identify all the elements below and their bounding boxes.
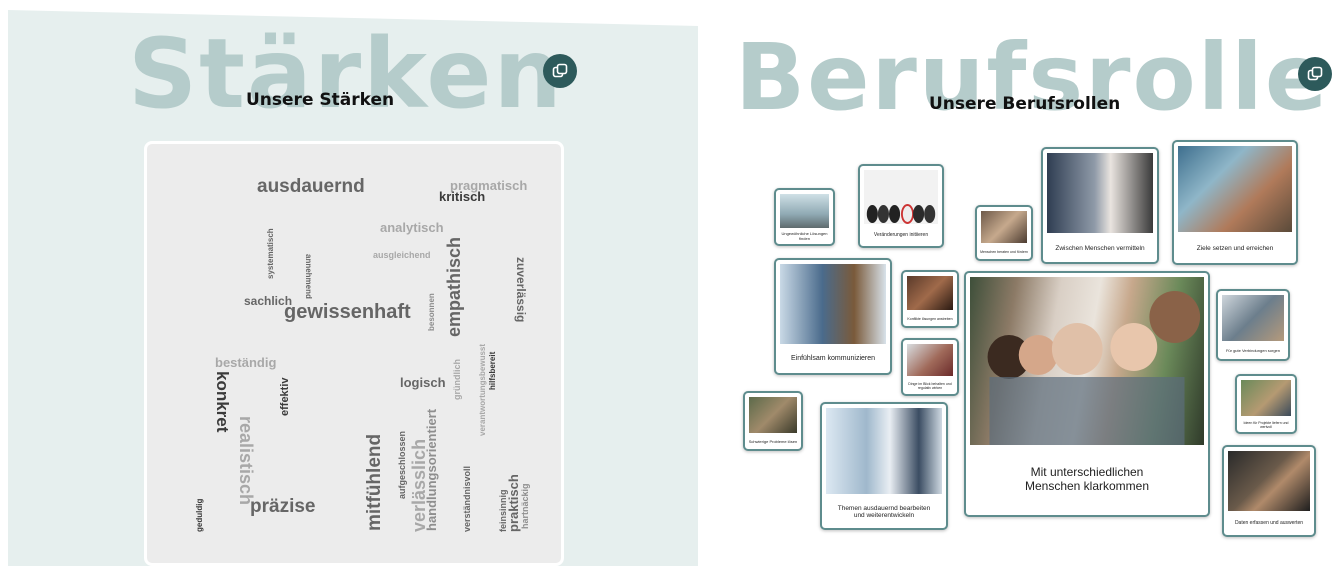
role-caption: Daten erfassen und auswerten (1234, 520, 1304, 527)
role-card-veraenderungen[interactable]: Veränderungen initiieren (858, 164, 944, 248)
role-caption: Menschen beraten und fördern (980, 249, 1028, 254)
word-gewissenhaft: gewissenhaft (284, 301, 411, 323)
word-analytisch: analytisch (380, 220, 444, 235)
role-card-ideen-projekte[interactable]: Ideen für Projekte liefern und wertvoll (1235, 374, 1297, 434)
role-card-themen[interactable]: Themen ausdauernd bearbeiten und weitere… (820, 402, 948, 530)
role-caption: Konflikte lösungen anstreben (907, 316, 953, 321)
role-caption: Mit unterschiedlichen Menschen klarkomme… (969, 445, 1205, 515)
role-card-ziele[interactable]: Ziele setzen und erreichen (1172, 140, 1298, 265)
role-photo (907, 276, 953, 310)
role-caption-line: Mit unterschiedlichen (1030, 465, 1144, 480)
role-caption: Schwierige Probleme lösen (748, 438, 798, 444)
word-pragmatisch: pragmatisch (450, 178, 528, 193)
role-caption: Ungewöhnliche Lösungen finden (781, 231, 828, 241)
word-kritisch: kritisch (439, 189, 486, 204)
word-realistisch: realistisch (236, 416, 256, 506)
role-card-unterschiedliche-menschen[interactable]: Mit unterschiedlichen Menschen klarkomme… (964, 271, 1210, 517)
role-caption: Für gute Verbindungen sorgen (1225, 347, 1281, 353)
role-caption: Veränderungen initiieren (873, 232, 929, 239)
word-empathisch: empathisch (444, 236, 464, 337)
word-aufgeschlossen: aufgeschlossen (397, 430, 407, 499)
word-gruendlich: gründlich (452, 359, 462, 400)
role-caption: Dinge im Blick behalten und regulativ wi… (908, 381, 952, 390)
role-card-daten[interactable]: Daten erfassen und auswerten (1222, 445, 1316, 537)
word-bestaendig: beständig (215, 355, 277, 370)
role-photo (780, 264, 886, 344)
role-card-einfuehlsam[interactable]: Einfühlsam kommunizieren (774, 258, 892, 375)
role-photo (780, 194, 829, 228)
word-systematisch: systematisch (266, 228, 275, 279)
role-card-ungewoehnliche-loesungen[interactable]: Ungewöhnliche Lösungen finden (774, 188, 835, 246)
word-verstaendnisvoll: verständnisvoll (462, 465, 472, 532)
role-photo (1241, 380, 1291, 416)
role-photo (826, 408, 942, 494)
word-verantwortungsbewusst: verantwortungsbewusst (478, 343, 487, 436)
word-zuverlaessig: zuverlässig (514, 257, 528, 323)
role-card-verbindungen[interactable]: Für gute Verbindungen sorgen (1216, 289, 1290, 361)
word-praktisch: praktisch (506, 474, 521, 532)
strengths-copy-button[interactable] (543, 54, 577, 88)
copy-icon (1307, 66, 1323, 81)
role-card-vermitteln[interactable]: Zwischen Menschen vermitteln (1041, 147, 1159, 264)
word-hartnaeckig: hartnäckig (520, 483, 530, 529)
word-hilfsbereit: hilfsbereit (488, 351, 497, 390)
role-photo (1228, 451, 1310, 511)
roles-copy-button[interactable] (1298, 57, 1332, 91)
role-caption: Zwischen Menschen vermitteln (1055, 244, 1145, 252)
role-photo (970, 277, 1204, 445)
role-card-schwierige-probleme[interactable]: Schwierige Probleme lösen (743, 391, 803, 451)
word-konkret: konkret (213, 371, 232, 433)
role-caption-line: und weiterentwickeln (853, 512, 915, 519)
role-card-menschen-beraten[interactable]: Menschen beraten und fördern (975, 205, 1033, 261)
word-ausgleichend: ausgleichend (373, 250, 431, 260)
role-photo (981, 211, 1027, 243)
word-cloud: ausdauernd pragmatisch kritisch analytis… (144, 141, 564, 566)
word-sachlich: sachlich (244, 294, 293, 308)
role-photo (1178, 146, 1292, 232)
role-caption: Ziele setzen und erreichen (1196, 244, 1274, 252)
role-caption-line: Menschen klarkommen (1024, 479, 1150, 493)
roles-title: Unsere Berufsrollen (929, 94, 1121, 114)
roles-watermark: Berufsrollen (735, 24, 1333, 131)
role-card-konflikte[interactable]: Konflikte lösungen anstreben (901, 270, 959, 328)
role-caption: Themen ausdauernd bearbeiten und weitere… (825, 496, 943, 528)
word-besonnen: besonnen (427, 293, 436, 331)
role-caption: Ideen für Projekte liefern und wertvoll (1243, 420, 1289, 429)
word-handlungsorientiert: handlungsorientiert (424, 408, 439, 531)
word-logisch: logisch (400, 375, 446, 390)
role-caption-line: Themen ausdauernd bearbeiten (837, 504, 931, 512)
roles-panel: Berufsrollen Unsere Berufsrollen Ungewöh… (705, 0, 1333, 566)
role-photo (749, 397, 797, 433)
strengths-panel: Stärken Unsere Stärken ausdauernd pragma… (8, 10, 698, 566)
role-card-dinge-im-blick[interactable]: Dinge im Blick behalten und regulativ wi… (901, 338, 959, 396)
strengths-watermark: Stärken (128, 18, 564, 130)
role-photo (1047, 153, 1153, 233)
role-caption: Einfühlsam kommunizieren (790, 355, 876, 363)
word-annehmend: annehmend (304, 254, 313, 299)
word-effektiv: effektiv (279, 377, 291, 416)
word-ausdauernd: ausdauernd (257, 176, 365, 197)
word-praezise: präzise (250, 496, 316, 517)
role-photo (1222, 295, 1284, 341)
word-geduldig: geduldig (195, 498, 204, 532)
word-mitfuehlend: mitfühlend (364, 433, 385, 531)
role-photo (907, 344, 953, 376)
copy-icon (552, 63, 568, 78)
strengths-title: Unsere Stärken (246, 90, 395, 110)
role-photo (864, 170, 938, 224)
